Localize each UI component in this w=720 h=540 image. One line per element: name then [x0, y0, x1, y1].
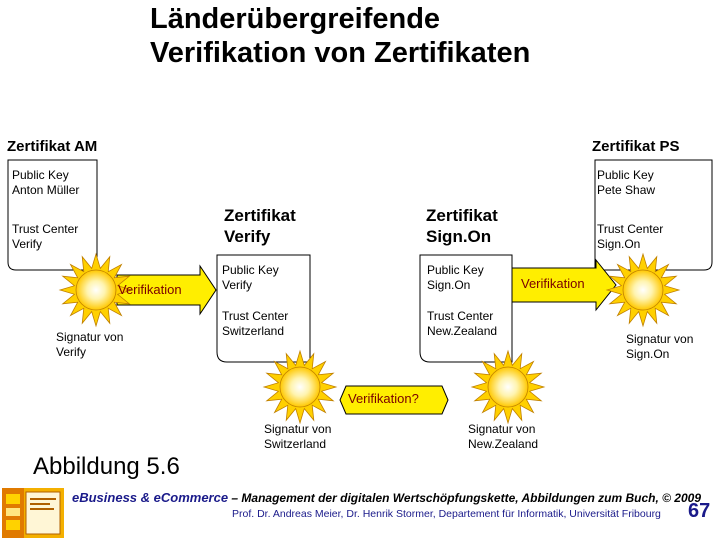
- card-am-trust-center: Trust Center Verify: [12, 222, 79, 251]
- card-signon-public-key: Public Key Sign.On: [427, 263, 484, 292]
- card-ps-public-key: Public Key Pete Shaw: [597, 168, 656, 197]
- card-verify-public-key: Public Key Verify: [222, 263, 279, 292]
- sun-core: [487, 366, 529, 408]
- sun-icon-am: [58, 252, 134, 328]
- card-am-public-key: Public Key Anton Müller: [12, 168, 80, 197]
- footer-brand: eBusiness & eCommerce: [72, 490, 229, 505]
- arrow-left: [116, 264, 217, 316]
- arrow-center: [339, 385, 449, 415]
- sun-icon-ps: [605, 252, 681, 328]
- page-title: Länderübergreifende Verifikation von Zer…: [150, 2, 690, 70]
- header-zertifikat-ps: Zertifikat PS: [592, 138, 680, 155]
- book-cover-logo-icon: [2, 488, 64, 538]
- signature-switzerland: Signatur von Switzerland: [264, 422, 332, 451]
- arrow-left-label: Verifikation: [118, 282, 182, 297]
- card-ps-trust-center: Trust Center Sign.On: [597, 222, 664, 251]
- card-signon-trust-center: Trust Center New.Zealand: [427, 309, 498, 338]
- card-verify-trust-center: Trust Center Switzerland: [222, 309, 289, 338]
- page-number: 67: [688, 500, 711, 522]
- signature-signon: Signatur von Sign.On: [626, 332, 694, 361]
- title-line-2: Verifikation von Zertifikaten: [150, 37, 531, 69]
- sun-core: [279, 366, 321, 408]
- signature-newzealand: Signatur von New.Zealand: [468, 422, 539, 451]
- footer-subtitle: – Management der digitalen Wertschöpfung…: [228, 491, 701, 505]
- sun-core: [622, 269, 664, 311]
- figure-label: Abbildung 5.6: [33, 453, 180, 480]
- sun-icon-newzealand: [470, 349, 546, 425]
- card-signon-frame: [419, 254, 513, 363]
- footer-title: eBusiness & eCommerce – Management der d…: [72, 490, 701, 505]
- arrow-right: [511, 258, 617, 312]
- title-line-1: Länderübergreifende: [150, 3, 441, 35]
- footer-authors: Prof. Dr. Andreas Meier, Dr. Henrik Stor…: [232, 508, 661, 520]
- card-verify-heading: Zertifikat Verify: [224, 206, 296, 246]
- sun-core: [75, 269, 117, 311]
- arrow-center-label: Verifikation?: [348, 391, 419, 406]
- card-am-frame: [7, 159, 98, 271]
- arrow-right-label: Verifikation: [521, 276, 585, 291]
- sun-icon-switzerland: [262, 349, 338, 425]
- card-verify-frame: [216, 254, 311, 363]
- header-zertifikat-am: Zertifikat AM: [7, 138, 98, 155]
- card-signon-heading: Zertifikat Sign.On: [426, 206, 498, 246]
- signature-verify: Signatur von Verify: [56, 330, 124, 359]
